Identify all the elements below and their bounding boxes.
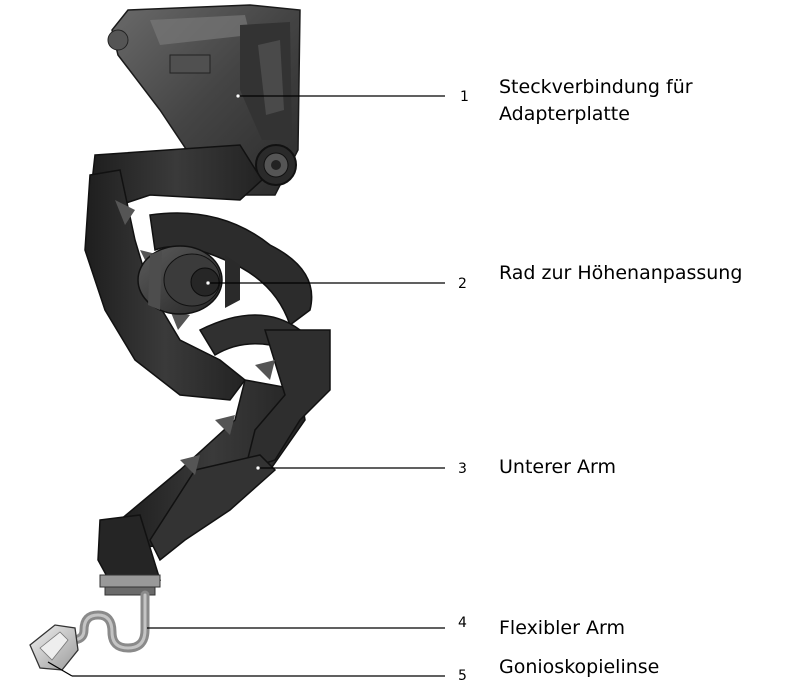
callout-2-marker	[206, 281, 210, 285]
callout-3: 3 Unterer Arm	[256, 456, 616, 478]
callout-4-number: 4	[458, 615, 467, 631]
callout-4-label: Flexibler Arm	[499, 617, 625, 639]
gonioscopy-lens	[30, 625, 78, 670]
callout-3-label: Unterer Arm	[499, 456, 616, 478]
device-illustration	[30, 5, 330, 670]
callout-1-label-line-2: Adapterplatte	[499, 103, 630, 125]
callout-3-number: 3	[458, 461, 467, 477]
callout-1: 1 Steckverbindung für Adapterplatte	[236, 76, 693, 125]
callout-2-label: Rad zur Höhenanpassung	[499, 262, 742, 284]
callout-5-label: Gonioskopielinse	[499, 656, 659, 678]
callout-1-number: 1	[460, 89, 469, 105]
callout-5: 5 Gonioskopielinse	[48, 656, 659, 684]
callout-1-marker	[236, 94, 240, 98]
callout-5-number: 5	[458, 668, 467, 684]
callout-4: 4 Flexibler Arm	[147, 615, 625, 639]
callout-2-number: 2	[458, 276, 467, 292]
callout-3-marker	[256, 466, 260, 470]
callout-1-label-line-1: Steckverbindung für	[499, 76, 693, 98]
